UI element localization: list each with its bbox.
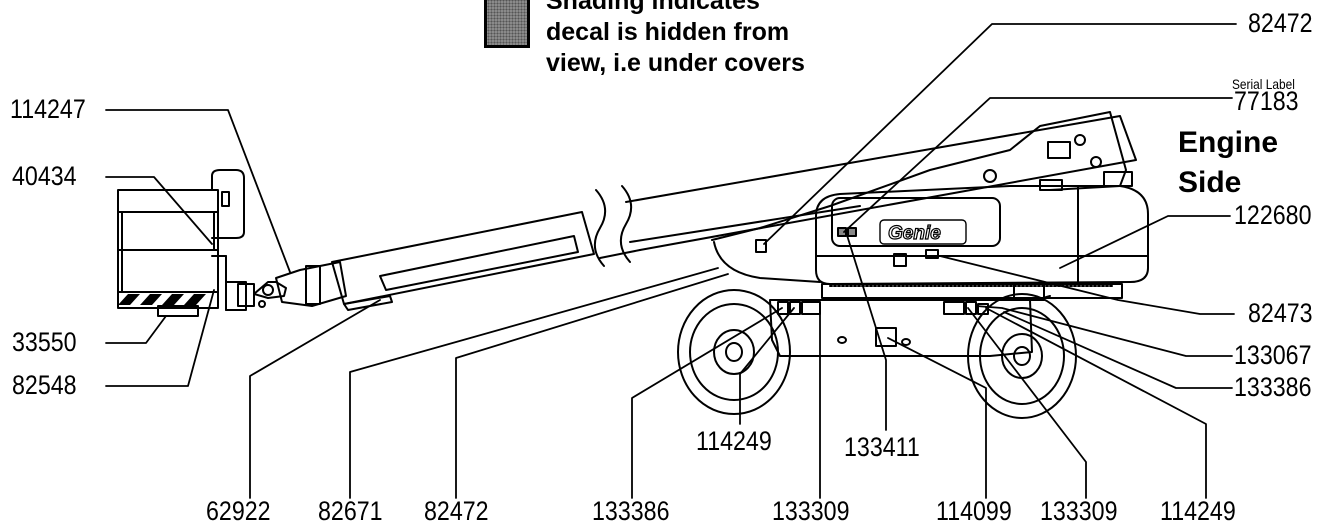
callout-33550: 33550: [12, 327, 77, 357]
legend-line-1: Shading indicates: [546, 0, 760, 15]
rear-wheel: [967, 293, 1077, 419]
main-boom: [331, 115, 1137, 311]
callout-82671: 82671: [318, 496, 383, 526]
callout-82473: 82473: [1248, 298, 1313, 328]
callout-82472-bottom: 82472: [424, 496, 489, 526]
platform-basket: [117, 169, 245, 317]
callout-114099: 114099: [936, 496, 1012, 526]
engine-side-label-line1: Engine: [1178, 126, 1279, 159]
front-wheel: [677, 289, 791, 415]
callout-133386-bottom: 133386: [592, 496, 670, 526]
jib-boom: [275, 261, 347, 307]
callout-82472-top: 82472: [1248, 8, 1313, 38]
turntable: [815, 171, 1149, 285]
callout-114249-mid: 114249: [696, 426, 772, 456]
platform-rotator: [225, 281, 287, 311]
boom-pivot: [711, 111, 1127, 283]
callout-62922: 62922: [206, 496, 271, 526]
legend-line-2: decal is hidden from: [546, 18, 790, 46]
callout-133386-right: 133386: [1234, 372, 1312, 402]
leader-lines: [105, 23, 1237, 499]
engine-side-label-line2: Side: [1178, 166, 1242, 199]
callout-77183: 77183: [1234, 86, 1299, 116]
callout-40434: 40434: [12, 161, 77, 191]
callout-133067: 133067: [1234, 340, 1312, 370]
callout-114247: 114247: [10, 94, 86, 124]
hidden-decal-shading-swatch: [484, 0, 530, 48]
callout-122680: 122680: [1234, 200, 1312, 230]
platform-stripes: [118, 294, 206, 305]
callout-133411: 133411: [844, 432, 920, 462]
turntable-bearing: [821, 283, 1123, 299]
callout-133309-right: 133309: [1040, 496, 1118, 526]
legend-line-3: view, i.e under covers: [546, 49, 805, 77]
callout-82548: 82548: [12, 370, 77, 400]
serial-label-caption: Serial Label: [1232, 76, 1295, 92]
genie-logo: Genie: [879, 219, 967, 245]
svg-text:Genie: Genie: [888, 223, 941, 244]
legend-note: Shading indicates decal is hidden from v…: [546, 0, 866, 79]
decal-boxes: [755, 227, 989, 347]
callout-133309-left: 133309: [772, 496, 850, 526]
callout-114249-right: 114249: [1160, 496, 1236, 526]
